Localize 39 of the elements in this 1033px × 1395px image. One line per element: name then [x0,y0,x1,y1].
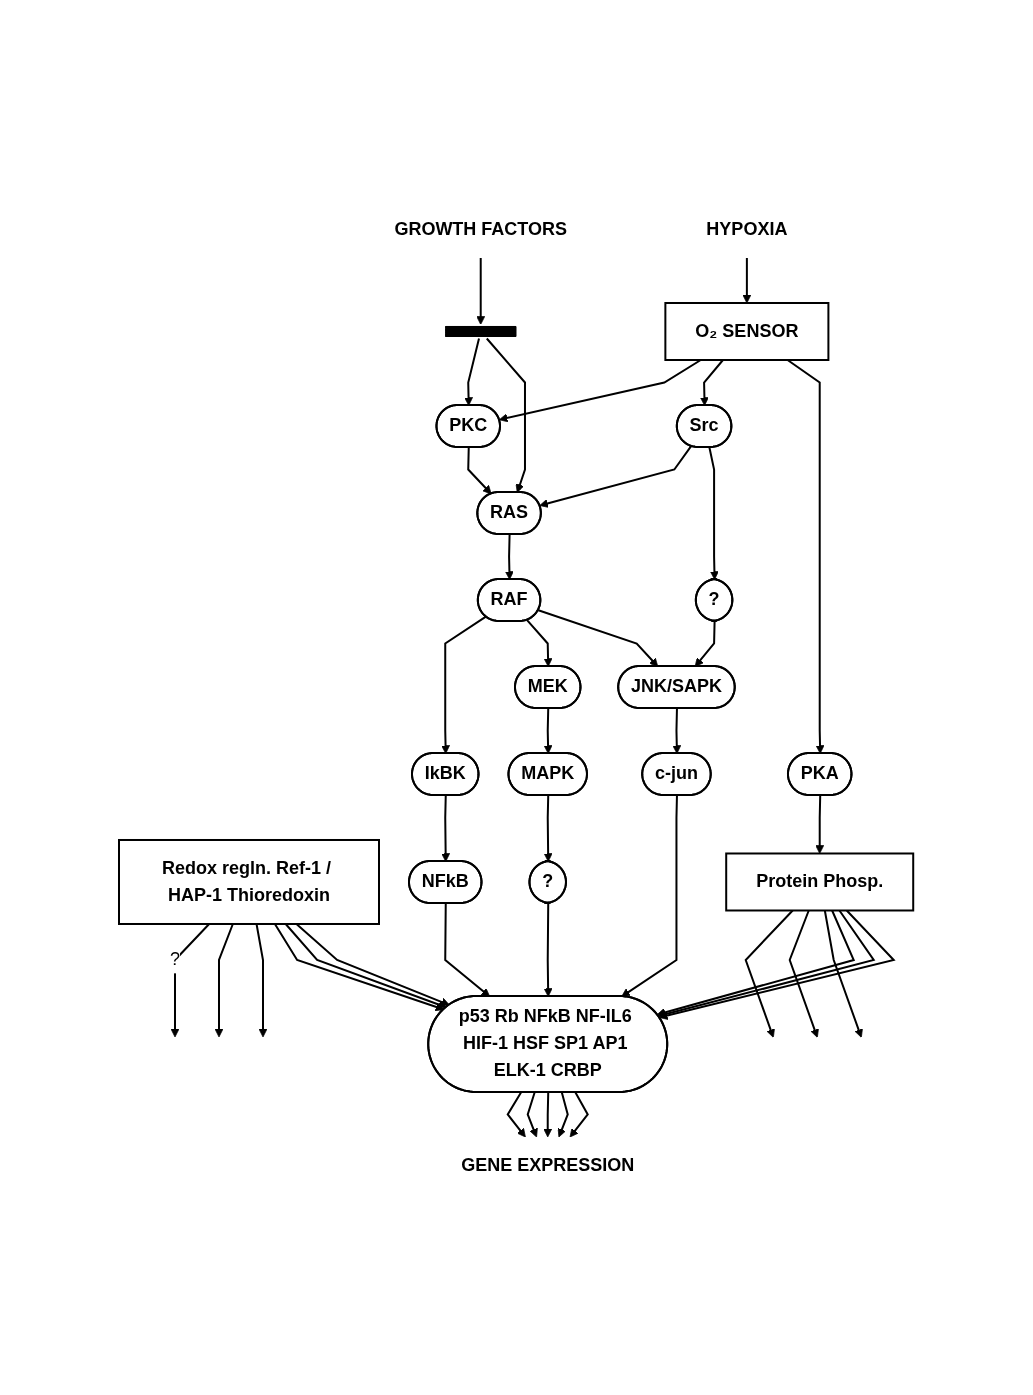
node-box: O₂ SENSOR [664,302,830,361]
node-box: Protein Phosp. [725,852,915,912]
node-text: GENE EXPRESSION [461,1154,635,1175]
arrow [544,707,553,754]
arrow [786,359,825,754]
arrow [464,337,481,406]
arrow [570,1091,590,1138]
arrow [526,619,553,667]
arrow [543,1091,553,1138]
arrow [742,257,752,304]
arrow [441,615,488,754]
arrow [695,620,716,667]
arrow [708,446,720,580]
arrow [506,1091,527,1138]
arrow [527,1091,539,1138]
arrow [255,923,268,1038]
arrow [441,794,451,862]
arrow [467,446,492,495]
arrow [544,902,553,997]
arrow [539,445,693,508]
arrow [544,794,553,862]
arrow [815,794,825,854]
arrow [621,794,679,997]
arrow [744,909,795,1038]
arrow [789,909,820,1038]
arrow [444,902,491,997]
node-text: GROWTH FACTORS [394,219,568,239]
arrow [476,257,486,325]
edge-label: ? [170,949,181,970]
arrow [537,609,659,667]
arrow [672,707,682,754]
arrow [558,1091,570,1138]
arrow [215,923,235,1038]
arrow [486,337,527,493]
node-text: HYPOXIA [706,219,788,239]
arrow [505,533,515,580]
arrow [700,359,725,406]
arrow [824,909,864,1038]
node-box: Redox regln. Ref-1 / HAP-1 Thioredoxin [118,839,381,925]
